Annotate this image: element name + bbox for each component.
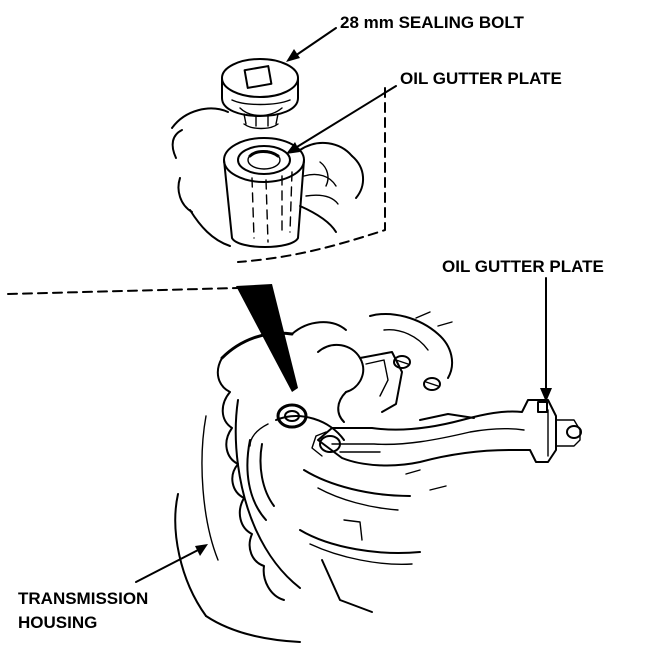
labels: 28 mm SEALING BOLT OIL GUTTER PLATE OIL …: [18, 13, 604, 632]
callout-arrows: [135, 27, 552, 583]
transmission-housing-label-line2: HOUSING: [18, 613, 97, 632]
detail-projection: [7, 284, 298, 392]
oil-gutter-plate-part: [311, 399, 582, 467]
bolt-square-socket: [243, 65, 273, 89]
detail-boundary: [237, 87, 386, 263]
housing-bore: [246, 415, 345, 521]
sealing-bolt: [221, 58, 299, 130]
housing-bolt-lower: [423, 377, 441, 391]
transmission-housing: [174, 311, 475, 643]
housing-bolt-upper: [393, 355, 411, 369]
oil-gutter-plate-label-right: OIL GUTTER PLATE: [442, 257, 604, 276]
oil-gutter-bore: [223, 137, 305, 248]
sealing-bolt-label: 28 mm SEALING BOLT: [340, 13, 524, 32]
oil-gutter-plate-label-top: OIL GUTTER PLATE: [400, 69, 562, 88]
detail-housing-outline: [171, 107, 364, 247]
housing-gutter-hole: [276, 403, 308, 429]
detail-view: [171, 58, 386, 263]
transmission-housing-label-line1: TRANSMISSION: [18, 589, 148, 608]
